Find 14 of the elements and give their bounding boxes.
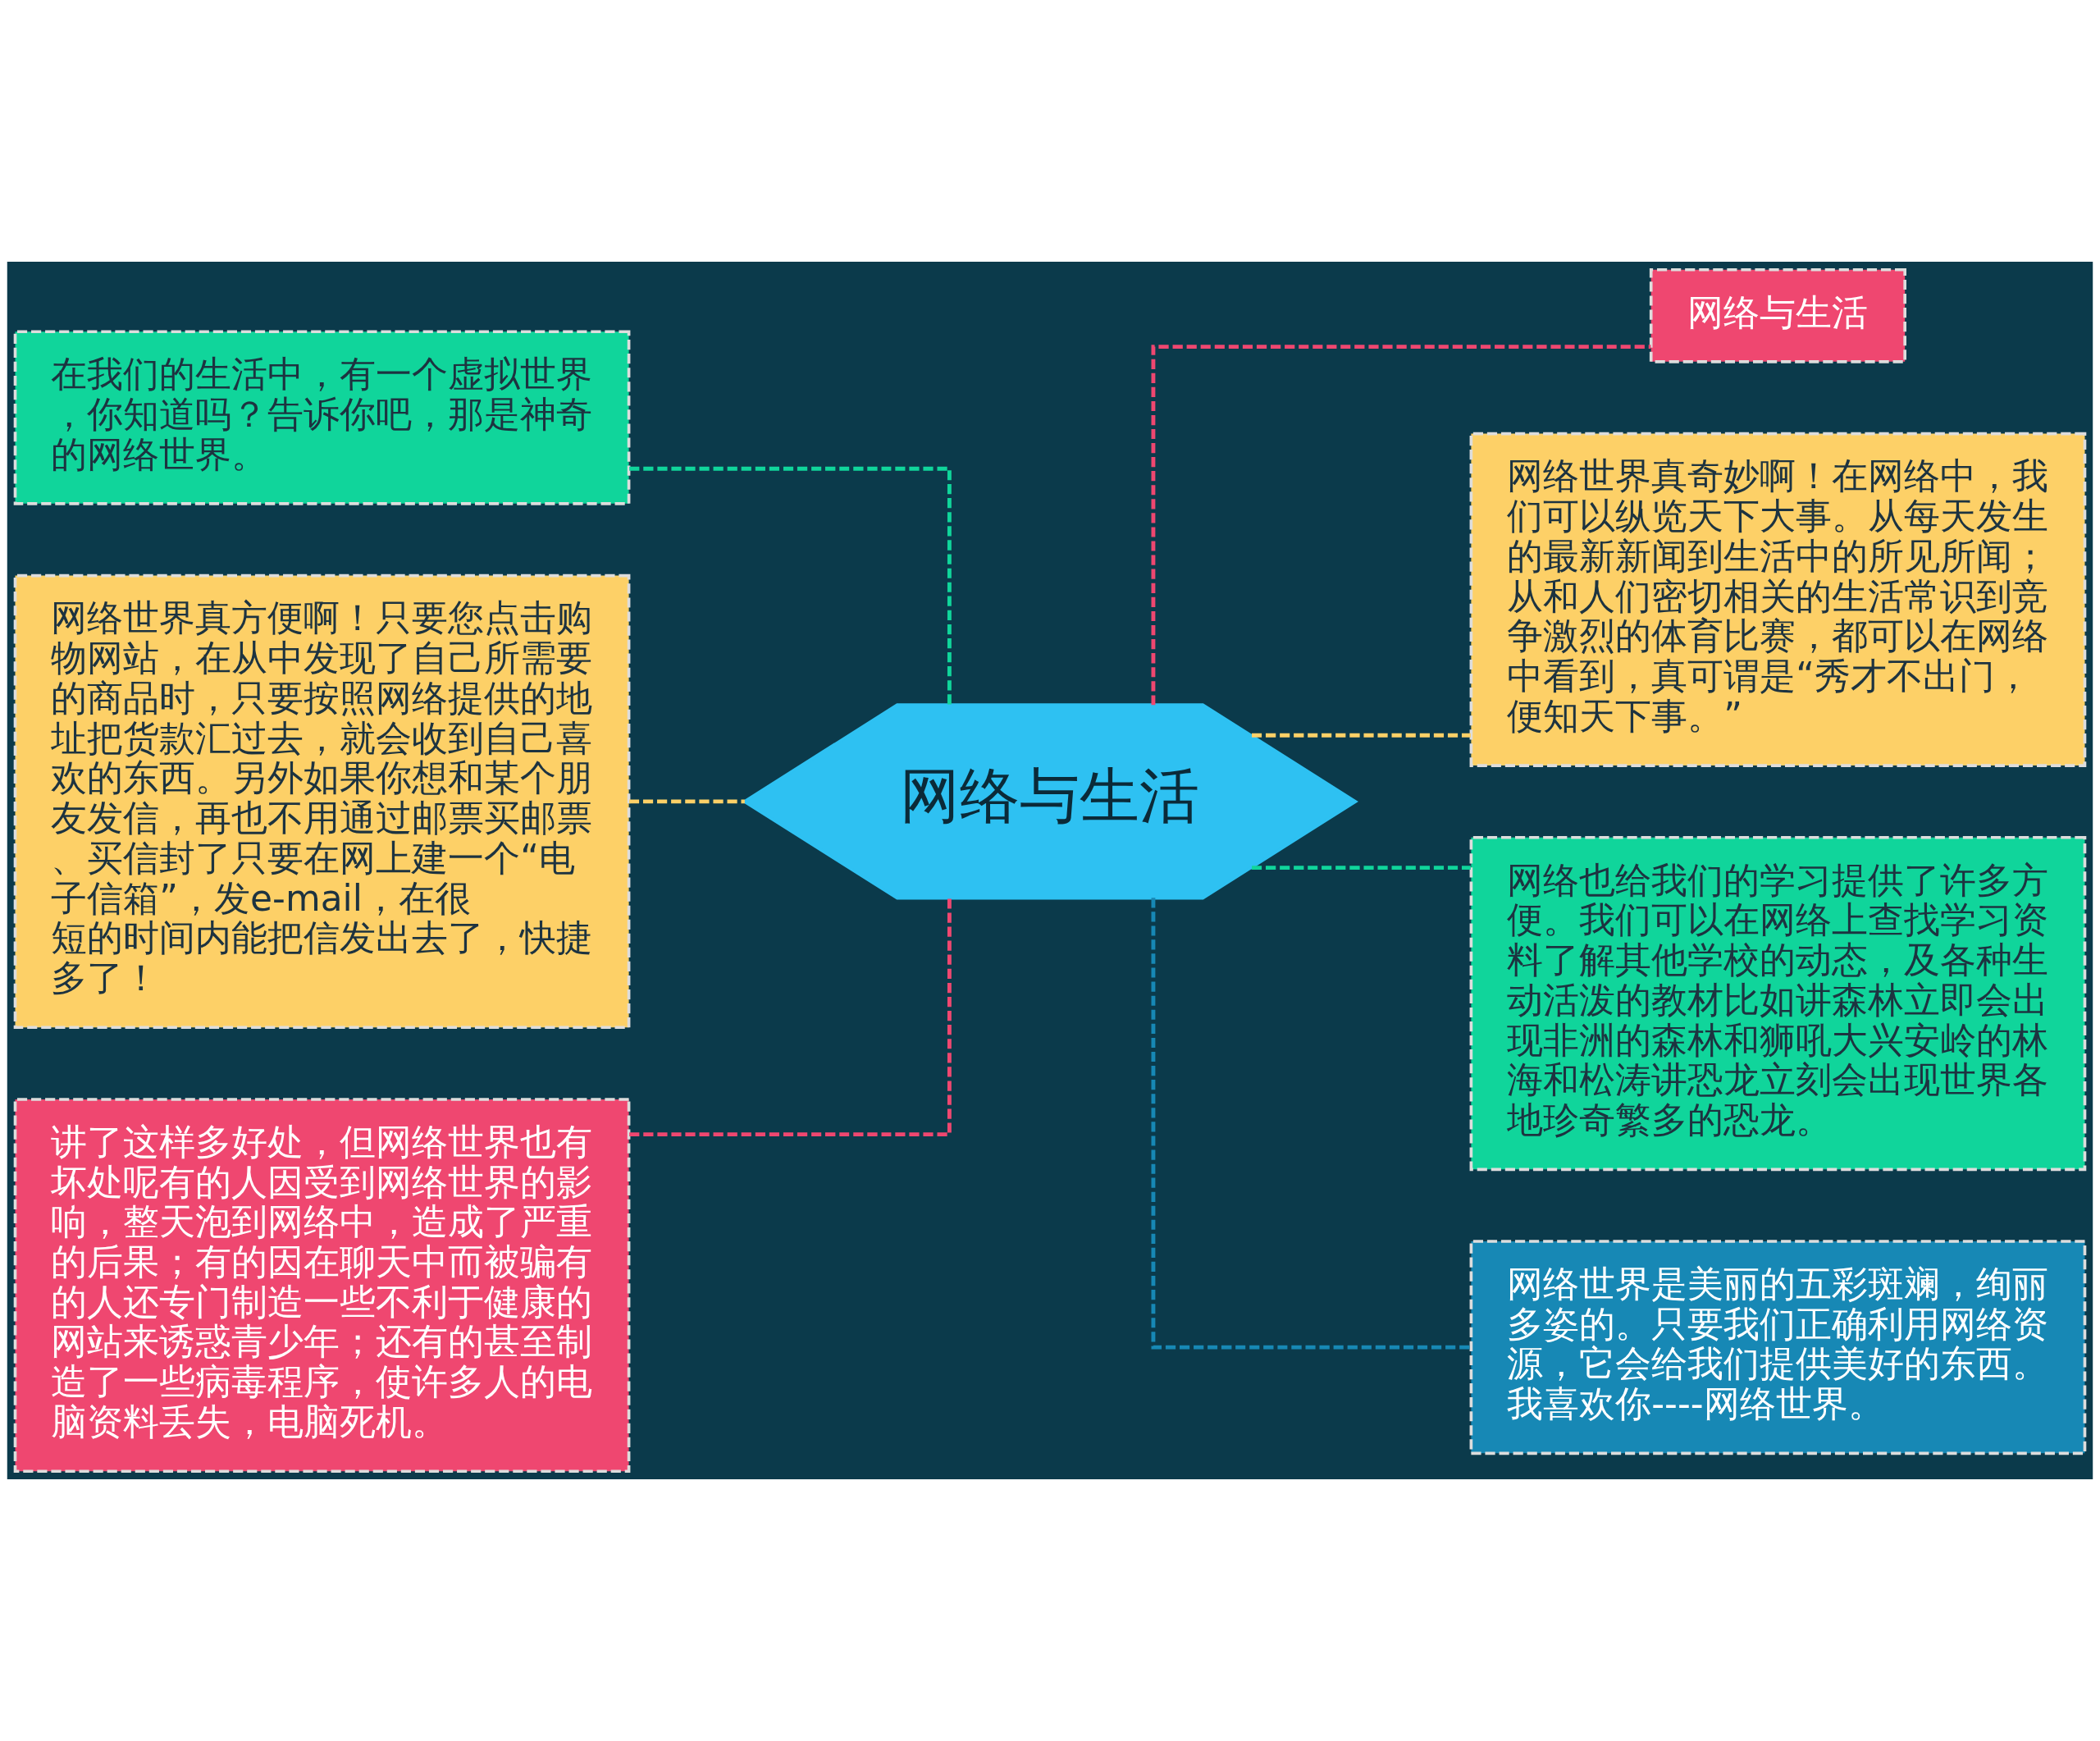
node-box: 讲了这样多好处，但网络世界也有坏处呢有的人因受到网络世界的影响，整天泡到网络中，造成了严重的后果；有的因在聊天中而被骗有的人还专门制造一些不利于健康的网站来诱惑青少年；还有的甚至制造了一些病毒程序，使许多人的电脑资料丢失，电脑死机。 (13, 1098, 631, 1474)
connector (1252, 733, 1471, 738)
node-box: 网络世界真方便啊！只要您点击购物网站，在从中发现了自己所需要的商品时，只要按照网络提供的地址把货款汇过去，就会收到自己喜欢的东西。另外如果你想和某个朋友发信，再也不用通过邮票买邮票、买信封了只要在网上建一个“电子信箱”，发e-mail，在很短的时间内能把信发出去了，快捷多了！ (13, 573, 631, 1030)
connector (629, 466, 952, 705)
connector (1252, 866, 1471, 870)
node-box: 在我们的生活中，有一个虚拟世界，你知道吗？告诉你吧，那是神奇的网络世界。 (13, 330, 631, 505)
connector (1151, 898, 1472, 1350)
connector (629, 799, 745, 804)
node-box: 网络世界真奇妙啊！在网络中，我们可以纵览天下大事。从每天发生的最新新闻到生活中的所见所闻；从和人们密切相关的生活常识到竞争激烈的体育比赛，都可以在网络中看到，真可谓是“秀才不出门，便知天下事。” (1469, 432, 2087, 767)
node-box: 网络世界是美丽的五彩斑斓，绚丽多姿的。只要我们正确利用网络资源，它会给我们提供美好的东西。我喜欢你----网络世界。 (1469, 1240, 2087, 1455)
node-box: 网络也给我们的学习提供了许多方便。我们可以在网络上查找学习资料了解其他学校的动态，及各种生动活泼的教材比如讲森林立即会出现非洲的森林和狮吼大兴安岭的林海和松涛讲恐龙立刻会出现世界各地珍奇繁多的恐龙。 (1469, 835, 2087, 1172)
node-box: 网络与生活 (1649, 267, 1906, 363)
connector (1151, 345, 1651, 706)
connector (629, 898, 952, 1137)
